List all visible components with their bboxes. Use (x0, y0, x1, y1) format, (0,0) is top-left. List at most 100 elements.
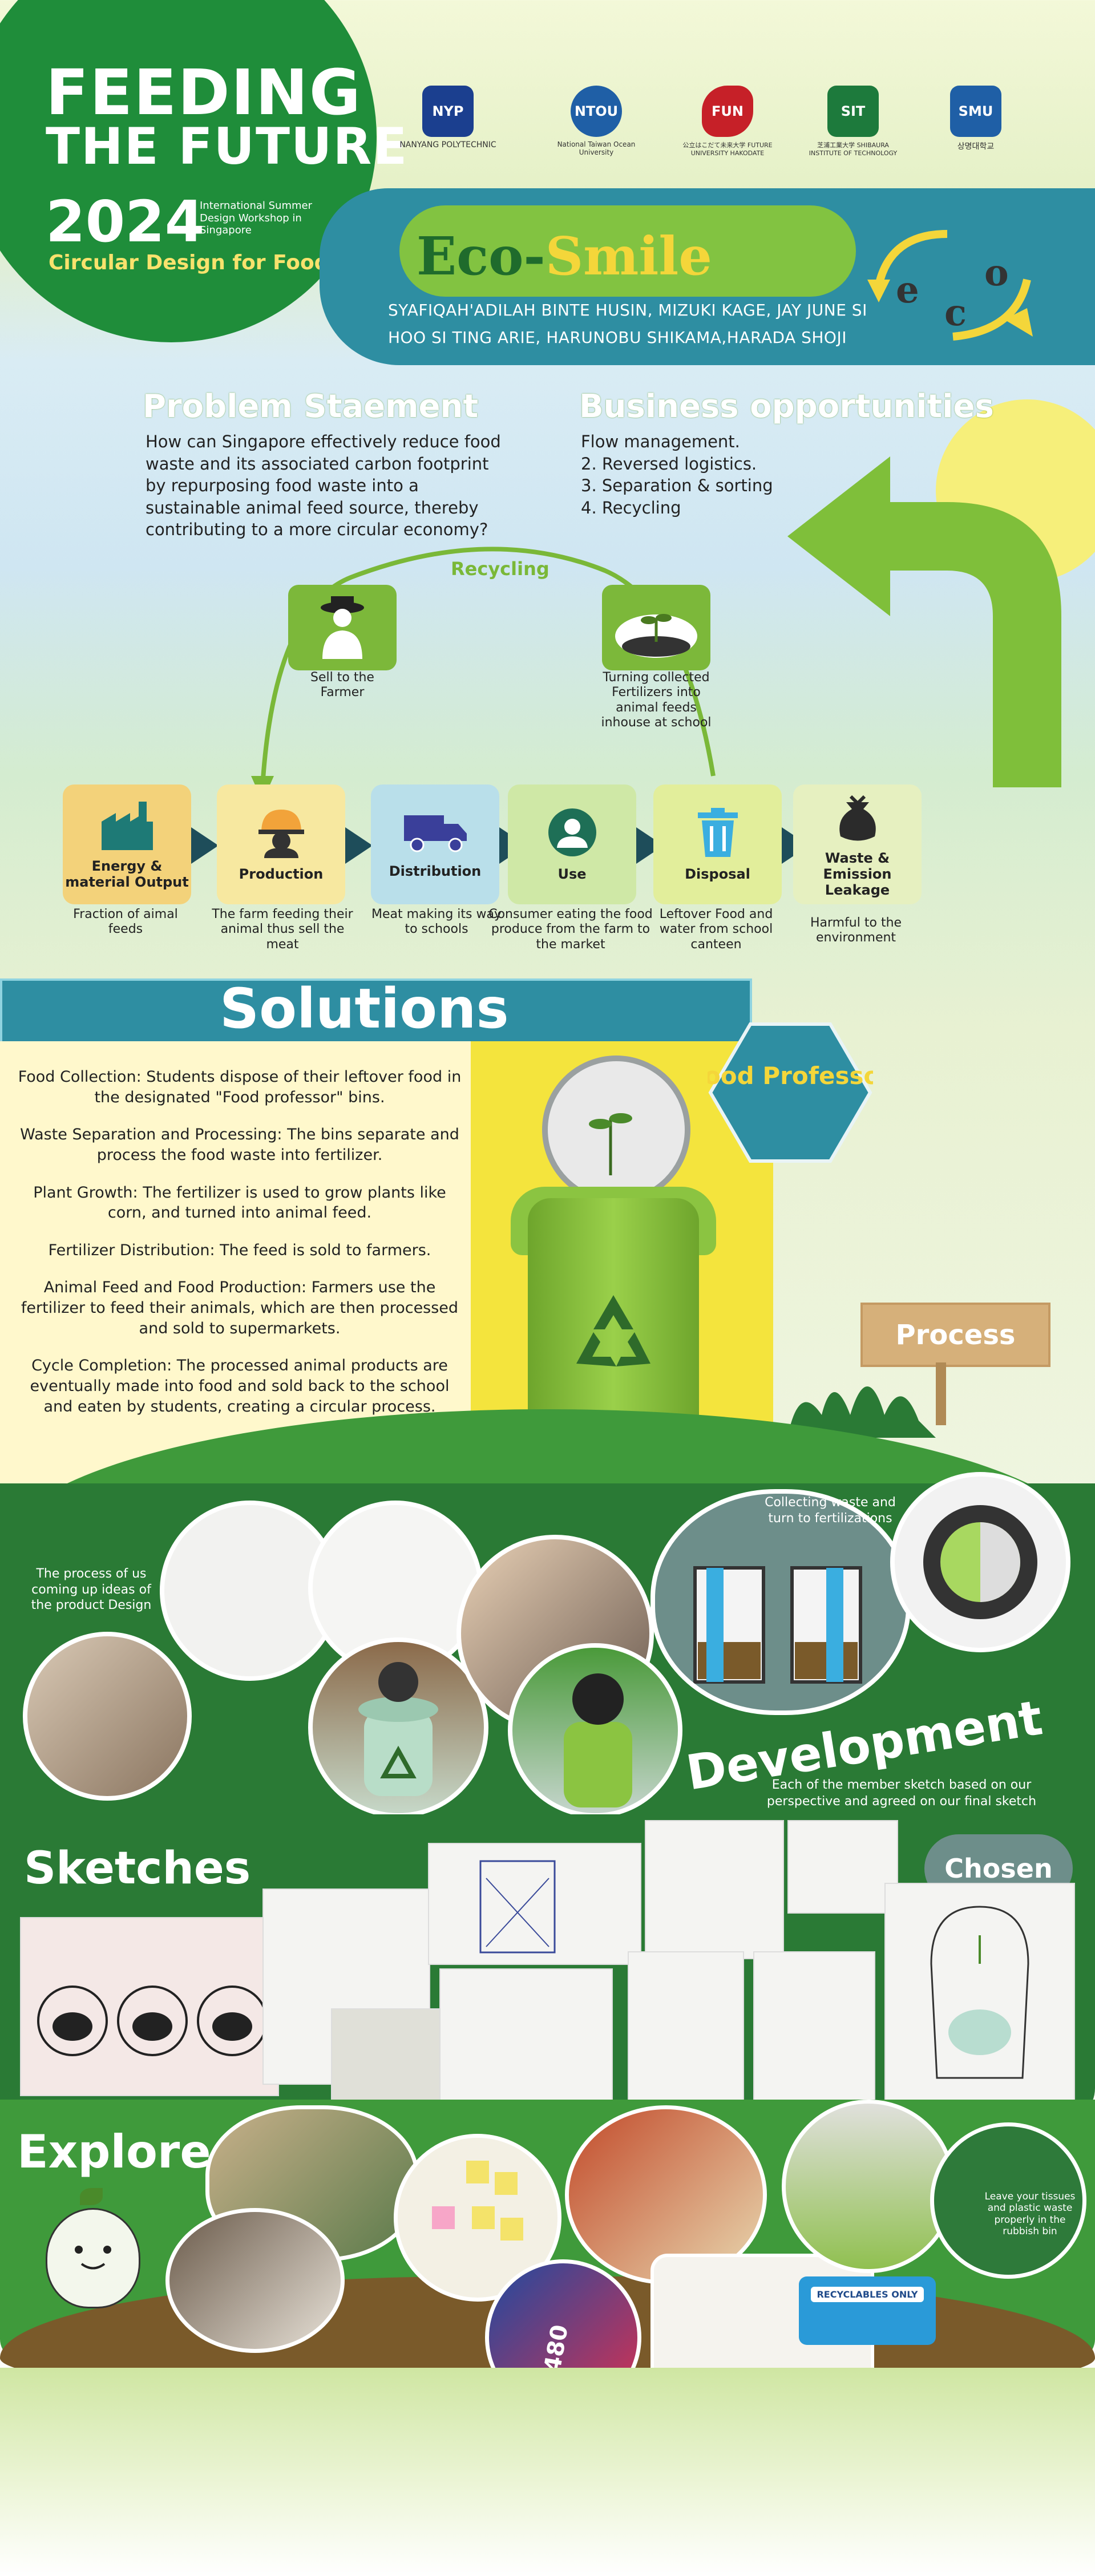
sketch-chosen (884, 1883, 1075, 2102)
bush-icon (787, 1386, 936, 1438)
business-item: Flow management. (581, 432, 740, 451)
university-name: 상명대학교 (957, 142, 995, 151)
node-label: Disposal (685, 866, 750, 882)
sign-post (936, 1362, 946, 1425)
eco-badge-icon: e c o (867, 230, 1033, 341)
product-name: Food Professor (708, 1062, 873, 1090)
photo-clay-bin (308, 1637, 488, 1818)
problem-text: How can Singapore effectively reduce foo… (146, 432, 501, 540)
business-list: Flow management. 2. Reversed logistics. … (581, 431, 923, 519)
flow-node-use: Use (508, 784, 636, 904)
collect-caption: Collecting waste and turn to fertilizati… (765, 1495, 896, 1526)
photo-team-working (23, 1632, 192, 1801)
node-desc: Leftover Food and water from school cant… (659, 907, 773, 952)
node-desc: Harmful to the environment (810, 916, 902, 945)
chosen-sketch-icon (930, 1906, 1029, 2079)
node-label: Distribution (389, 863, 482, 879)
business-item: 2. Reversed logistics. (581, 454, 757, 474)
university-logo-sit: SIT 芝浦工業大学 SHIBAURA INSTITUTE OF TECHNOL… (805, 86, 902, 157)
fun-logo-icon: FUN (702, 86, 753, 137)
solution-step: Food Collection: Students dispose of the… (18, 1068, 462, 1106)
photo-mechanism-diagram (650, 1489, 911, 1715)
bin-model-icon (358, 1662, 438, 1796)
factory-icon (101, 802, 153, 850)
sketch-caption: Each of the member sketch based on our p… (766, 1778, 1037, 1809)
solution-step: Cycle Completion: The processed animal p… (30, 1357, 450, 1416)
node-label: Production (239, 866, 324, 882)
recycle-icon (576, 1295, 650, 1366)
business-heading: Business opportunities (579, 388, 994, 425)
node-desc: Fraction of aimal feeds (73, 907, 178, 937)
recyclables-sign: RECYCLABLES ONLY (811, 2287, 924, 2302)
flow-arrow-icon (345, 827, 373, 864)
event-title: FEEDING THE FUTURE (46, 61, 408, 171)
team-members: SYAFIQAH'ADILAH BINTE HUSIN, MIZUKI KAGE… (388, 297, 902, 351)
farmer-caption: Sell to the Farmer (310, 670, 374, 700)
flow-arrow-icon (191, 827, 219, 864)
mascot-icon (46, 2198, 140, 2308)
team-members-line2: HOO SI TING ARIE, HARUNOBU SHIKAMA,HARAD… (388, 327, 847, 347)
university-logo-fun: FUN 公立はこだて未来大学 FUTURE UNIVERSITY HAKODAT… (679, 86, 776, 157)
process-sign: Process (860, 1303, 1050, 1367)
flow-node-disposal: Disposal (653, 784, 782, 904)
sticky-notes-icon (432, 2161, 523, 2241)
badge-letter-e: e (896, 269, 919, 312)
sprout-icon (602, 585, 710, 670)
flow-node-production: Production (217, 784, 345, 904)
process-caption: The process of us coming up ideas of the… (31, 1567, 152, 1612)
photo-bin-signage (930, 2122, 1086, 2279)
mascot-sprout-icon (80, 2188, 103, 2205)
business-item: 3. Separation & sorting (581, 476, 773, 496)
fertilizer-caption: Turning collected Fertilizers into anima… (601, 670, 712, 730)
photo-bin-top-view (890, 1472, 1070, 1652)
cutaway-sketch-icon (479, 1860, 556, 1954)
worker-icon (258, 810, 304, 858)
project-title: Eco-Smile (417, 225, 712, 287)
event-year: 2024 (46, 188, 205, 255)
sketches-heading: Sketches (24, 1843, 251, 1894)
university-name: National Taiwan Ocean University (557, 140, 636, 156)
university-logo-ntou: NTOU National Taiwan Ocean University (548, 86, 645, 156)
project-title-part1: Eco- (417, 225, 546, 287)
university-name: 芝浦工業大学 SHIBAURA INSTITUTE OF TECHNOLOGY (809, 141, 898, 157)
recycling-label: Recycling (451, 558, 549, 580)
node-label: Use (557, 866, 587, 882)
node-desc: Consumer eating the food produce from th… (488, 907, 653, 952)
sketch-mascot-bins (20, 1917, 279, 2096)
truck-icon (403, 815, 467, 852)
solution-step: Animal Feed and Food Production: Farmers… (21, 1279, 459, 1337)
user-icon (548, 808, 596, 856)
photo-3d-render (508, 1643, 682, 1818)
farmer-icon (288, 585, 397, 670)
bin-top-icon (923, 1505, 1037, 1619)
flow-node-energy: Energy & material Output (63, 784, 191, 904)
product-name-hexagon: Food Professor (708, 1022, 873, 1163)
team-members-line1: SYAFIQAH'ADILAH BINTE HUSIN, MIZUKI KAGE… (388, 301, 867, 320)
sketch-bins-row (628, 1951, 744, 2108)
badge-letter-c: c (944, 292, 967, 334)
solutions-heading: Solutions (220, 977, 509, 1041)
event-tagline: Circular Design for Food (49, 251, 329, 274)
solution-step: Plant Growth: The fertilizer is used to … (33, 1183, 446, 1222)
ntou-logo-icon: NTOU (571, 86, 622, 137)
university-logo-smu: SMU 상명대학교 (927, 86, 1024, 154)
explore-heading: Explore (17, 2125, 211, 2178)
sketch-bin-cutaway (428, 1843, 641, 1965)
sketch-bin-side (753, 1951, 875, 2108)
event-workshop: International Summer Design Workshop in … (200, 200, 312, 237)
solutions-text: Food Collection: Students dispose of the… (17, 1067, 462, 1434)
bin-signage-caption: Leave your tissues and plastic waste pro… (984, 2191, 1076, 2238)
photo-bottle (782, 2100, 955, 2273)
plant-icon (589, 1113, 632, 1175)
sit-logo-icon: SIT (827, 86, 879, 137)
node-label: Waste & Emission Leakage (823, 850, 892, 898)
trash-icon (697, 808, 738, 857)
big-arrow-icon (787, 456, 1061, 787)
mechanism-icon (693, 1566, 862, 1684)
recyclables-bin: RECYCLABLES ONLY (799, 2276, 936, 2345)
business-item: 4. Recycling (581, 498, 681, 517)
nyp-logo-icon: NYP (422, 86, 474, 137)
mascot-sketch-icon (37, 1985, 268, 2056)
smu-logo-icon: SMU (950, 86, 1001, 137)
sketch-mechanism (439, 1968, 613, 2102)
